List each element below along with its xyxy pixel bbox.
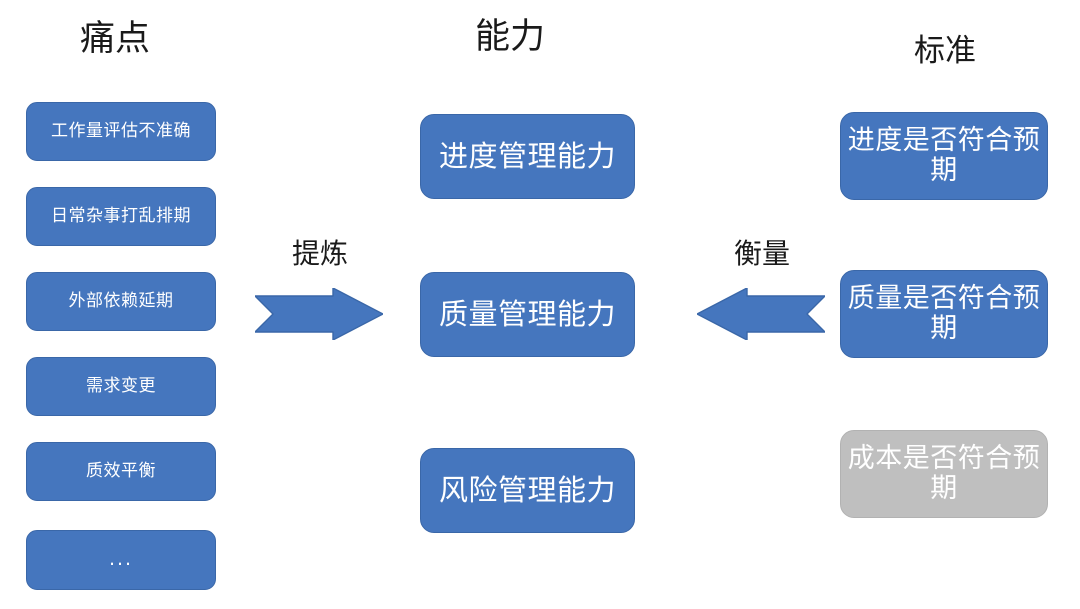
capability-box[interactable]: 风险管理能力 xyxy=(420,448,635,533)
arrow-extract-group: 提炼 xyxy=(255,240,385,340)
capability-box[interactable]: 进度管理能力 xyxy=(420,114,635,199)
standard-box-disabled[interactable]: 成本是否符合预期 xyxy=(840,430,1048,518)
arrow-right-icon xyxy=(255,288,383,340)
arrow-measure-label: 衡量 xyxy=(733,237,790,270)
pain-point-box-ellipsis[interactable]: ... xyxy=(26,530,216,590)
pain-point-box[interactable]: 质效平衡 xyxy=(26,442,216,501)
pain-point-box[interactable]: 工作量评估不准确 xyxy=(26,102,216,161)
capability-box[interactable]: 质量管理能力 xyxy=(420,272,635,357)
arrow-measure-group: 衡量 xyxy=(697,240,827,340)
arrow-left-icon xyxy=(697,288,825,340)
standard-box[interactable]: 进度是否符合预期 xyxy=(840,112,1048,200)
column-header-capability: 能力 xyxy=(474,17,545,57)
pain-point-box[interactable]: 日常杂事打乱排期 xyxy=(26,187,216,246)
column-header-pain: 痛点 xyxy=(79,19,150,59)
column-header-standard: 标准 xyxy=(914,33,976,69)
arrow-extract-label: 提炼 xyxy=(291,237,348,270)
pain-point-box[interactable]: 外部依赖延期 xyxy=(26,272,216,331)
pain-point-box[interactable]: 需求变更 xyxy=(26,357,216,416)
standard-box[interactable]: 质量是否符合预期 xyxy=(840,270,1048,358)
